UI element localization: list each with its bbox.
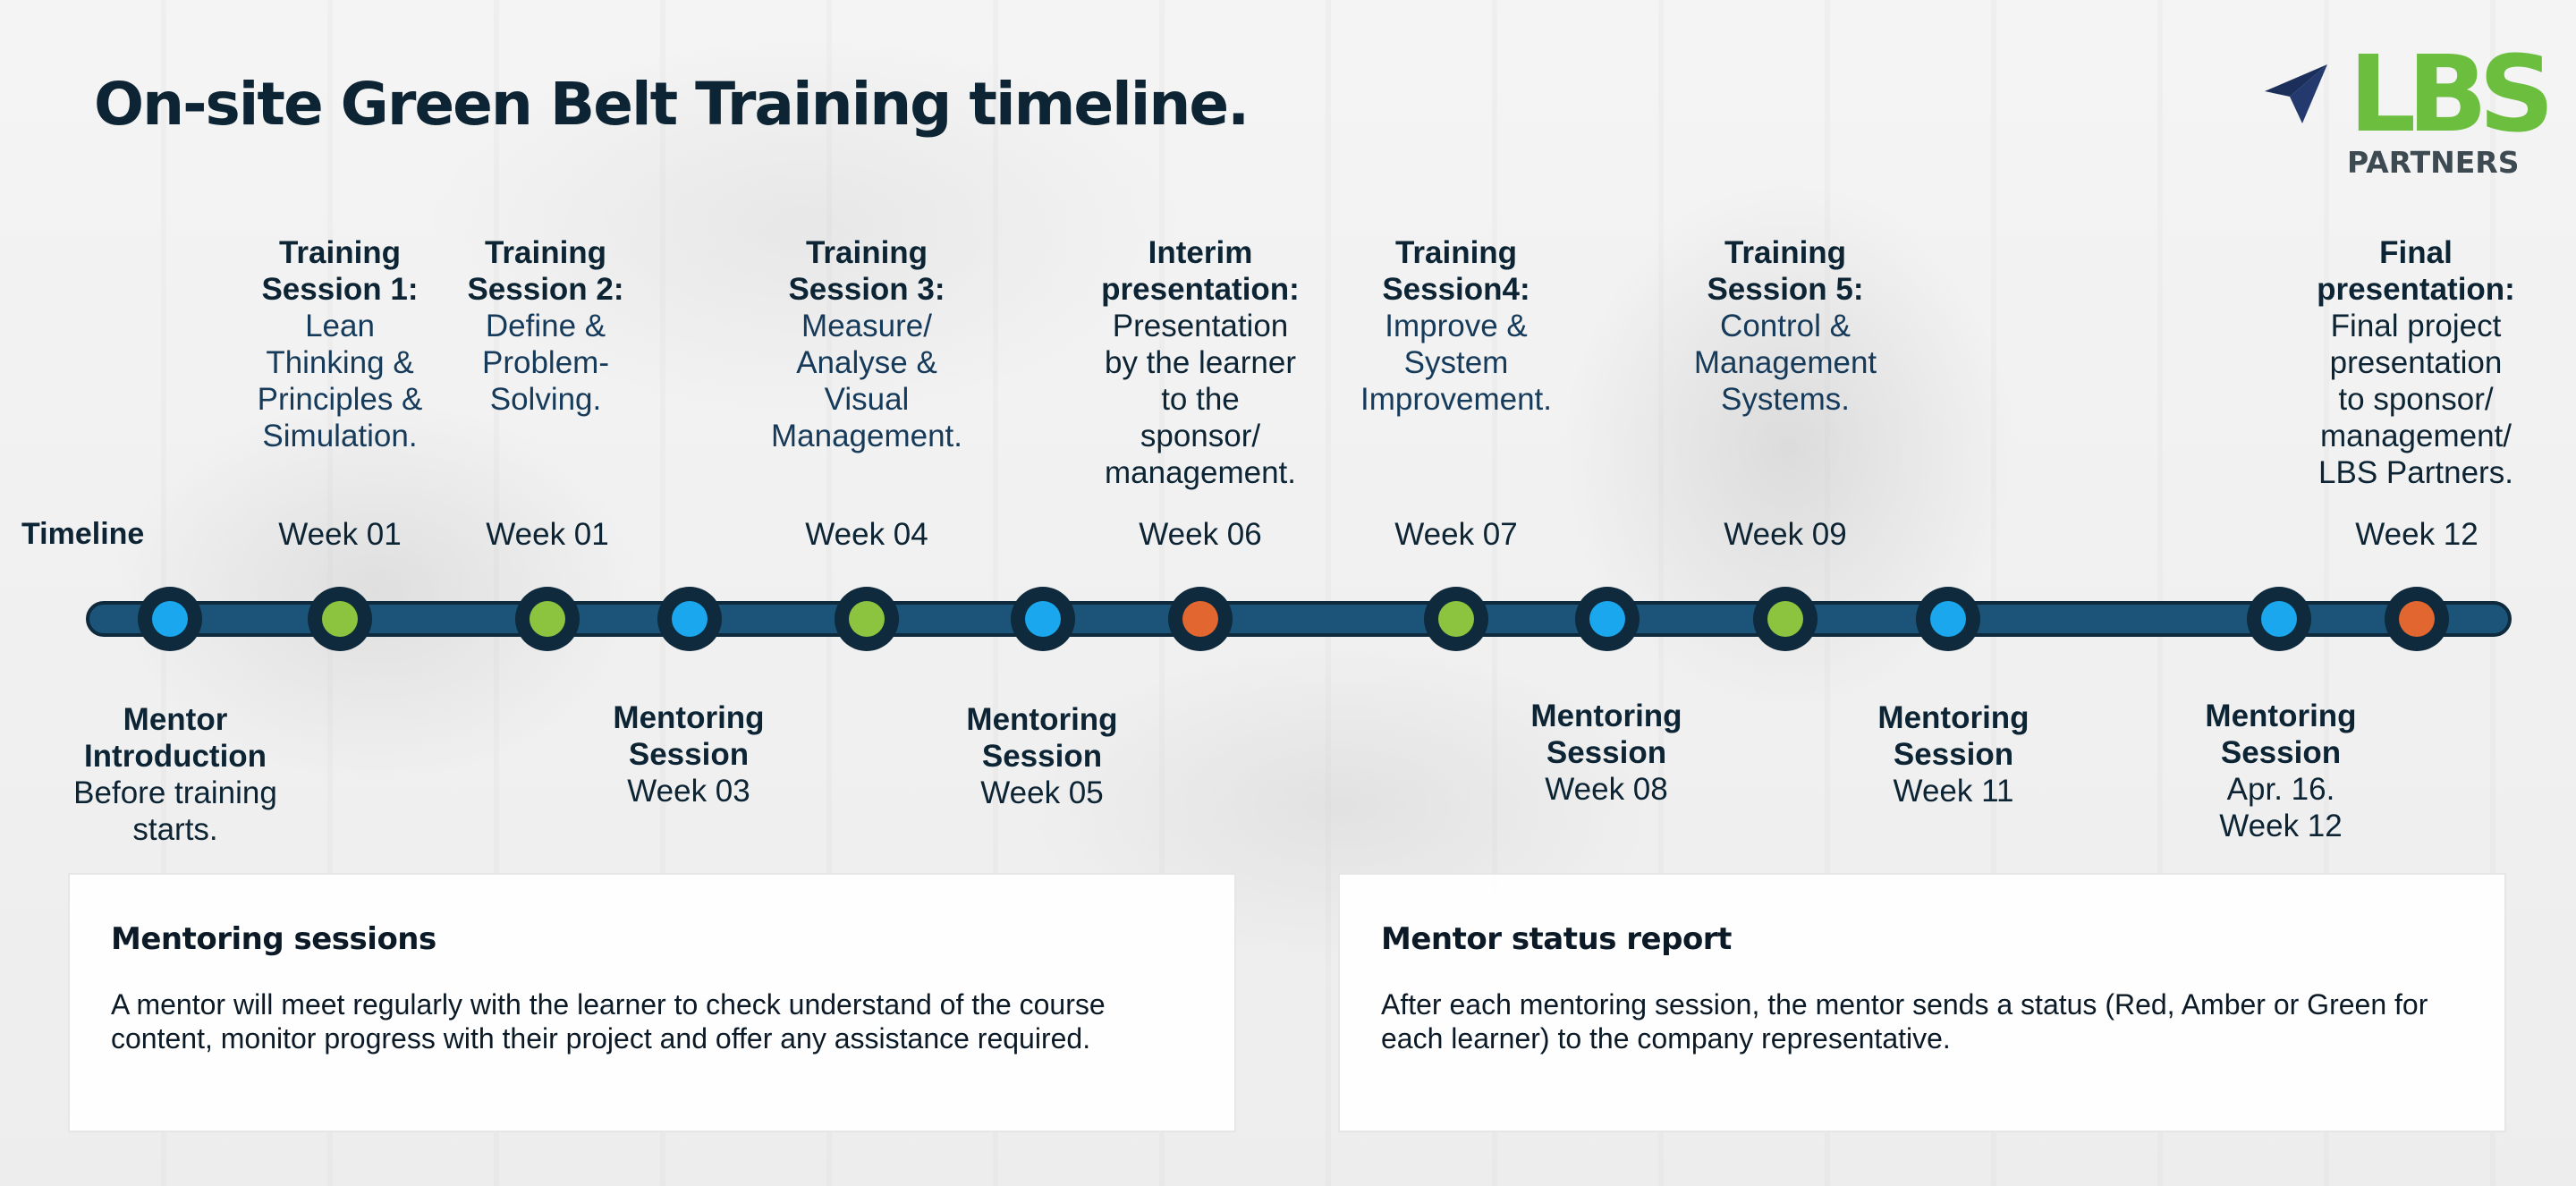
label-heading: Mentor Introduction: [83, 702, 267, 774]
mentoring-session-week-05: Mentoring Session Week 05: [935, 701, 1149, 811]
label-body: Control & Management Systems.: [1693, 309, 1877, 417]
label-heading: Training Session 5:: [1707, 235, 1864, 307]
label-body: Week 08: [1545, 772, 1668, 807]
label-body: Week 05: [980, 775, 1104, 810]
week-label: Week 12: [2355, 517, 2479, 552]
label-body: Improve & System Improvement.: [1360, 309, 1552, 417]
label-body: Week 11: [1893, 774, 2014, 809]
week-label: Week 06: [1139, 517, 1262, 552]
label-body: Lean Thinking & Principles & Simulation.: [257, 309, 423, 453]
interim-presentation: Interim presentation: Presentation by th…: [1066, 234, 1335, 491]
label-heading: Mentoring Session: [966, 702, 1118, 774]
week-label: Week 09: [1724, 517, 1847, 552]
label-heading: Mentoring Session: [2205, 699, 2357, 770]
label-body: Final project presentation to sponsor/ m…: [2318, 309, 2513, 490]
card-title: Mentoring sessions: [111, 921, 436, 957]
label-body: Measure/ Analyse & Visual Management.: [770, 309, 963, 453]
week-label: Week 07: [1394, 517, 1518, 552]
card-text: After each mentoring session, the mentor…: [1381, 988, 2428, 1055]
label-heading: Mentoring Session: [1877, 700, 2029, 772]
label-body: Presentation by the learner to the spons…: [1104, 309, 1297, 490]
mentoring-session-week-08: Mentoring Session Week 08: [1499, 698, 1714, 808]
training-session-1: Training Session 1: Lean Thinking & Prin…: [233, 234, 447, 454]
label-body: Before training starts.: [73, 775, 277, 847]
label-heading: Interim presentation:: [1101, 235, 1300, 307]
week-label: Week 01: [486, 517, 609, 552]
mentoring-session-week-12: Mentoring Session Apr. 16. Week 12: [2174, 698, 2388, 844]
label-body: Week 03: [627, 774, 750, 809]
label-heading: Training Session 3:: [788, 235, 945, 307]
final-presentation: Final presentation: Final project presen…: [2286, 234, 2546, 491]
paper-plane-icon: [2265, 64, 2327, 123]
mentor-status-report-card: Mentor status report After each mentorin…: [1338, 873, 2506, 1132]
logo-mark: LBS: [2349, 32, 2555, 156]
company-logo: LBS PARTNERS: [2263, 36, 2555, 186]
mentoring-sessions-card: Mentoring sessions A mentor will meet re…: [68, 873, 1236, 1132]
label-heading: Training Session4:: [1382, 235, 1530, 307]
week-label: Week 04: [805, 517, 928, 552]
page-title: On-site Green Belt Training timeline.: [94, 70, 1250, 139]
label-heading: Final presentation:: [2317, 235, 2515, 307]
training-session-5: Training Session 5: Control & Management…: [1651, 234, 1919, 418]
logo-subtitle: PARTNERS: [2347, 145, 2520, 180]
label-heading: Training Session 1:: [261, 235, 419, 307]
label-heading: Mentoring Session: [1530, 699, 1682, 770]
label-body: Apr. 16. Week 12: [2219, 772, 2343, 843]
mentor-introduction: Mentor Introduction Before training star…: [41, 701, 309, 848]
label-heading: Training Session 2:: [467, 235, 624, 307]
label-heading: Mentoring Session: [613, 700, 765, 772]
training-session-2: Training Session 2: Define & Problem- So…: [447, 234, 644, 418]
label-body: Define & Problem- Solving.: [482, 309, 609, 417]
timeline-label: Timeline: [21, 517, 145, 551]
training-session-3: Training Session 3: Measure/ Analyse & V…: [741, 234, 992, 454]
training-session-4: Training Session4: Improve & System Impr…: [1324, 234, 1589, 418]
mentoring-session-week-03: Mentoring Session Week 03: [581, 699, 796, 809]
card-title: Mentor status report: [1381, 921, 1732, 957]
mentoring-session-week-11: Mentoring Session Week 11: [1846, 699, 2061, 809]
week-label: Week 01: [278, 517, 402, 552]
card-text: A mentor will meet regularly with the le…: [111, 988, 1106, 1055]
